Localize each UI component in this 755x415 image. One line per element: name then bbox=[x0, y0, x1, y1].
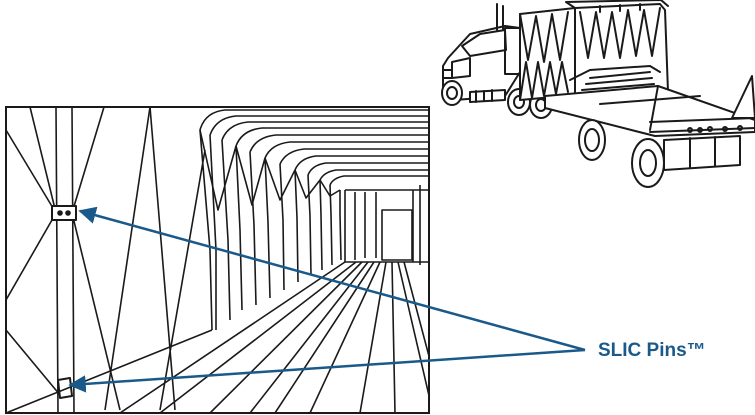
flatbed-deck bbox=[545, 86, 755, 136]
truck-front-wheel bbox=[442, 81, 462, 105]
arrow-to-upper-pin bbox=[80, 211, 585, 350]
tunnel-wall-members bbox=[200, 130, 341, 330]
tarp-bows bbox=[200, 110, 430, 185]
tarp-interior-closeup bbox=[6, 107, 430, 413]
tunnel-right-wall bbox=[413, 185, 420, 265]
tunnel-end-wall bbox=[345, 190, 430, 262]
flatbed-truck-illustration bbox=[442, 0, 755, 187]
slic-pin-upper bbox=[52, 206, 76, 220]
rear-tarp-flap bbox=[732, 76, 755, 118]
left-tarp-panels bbox=[6, 107, 205, 410]
tarp-pole bbox=[56, 107, 74, 413]
slic-pins-label: SLIC Pins™ bbox=[598, 340, 706, 362]
closeup-frame bbox=[6, 107, 429, 413]
callout-arrows bbox=[70, 211, 585, 385]
